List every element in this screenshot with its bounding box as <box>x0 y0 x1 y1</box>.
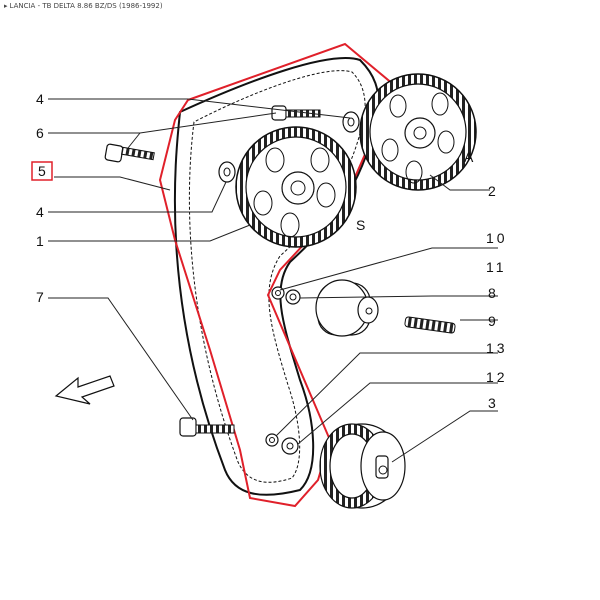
breadcrumb-arrow-icon: ▸ <box>4 2 8 10</box>
direction-arrow-icon <box>54 375 115 405</box>
label-s: S <box>356 217 365 233</box>
label-6[interactable]: 6 <box>36 125 44 141</box>
washer-10 <box>271 286 285 300</box>
breadcrumb-text: LANCIA - TB DELTA 8.86 BZ/DS (1986-1992) <box>9 2 163 10</box>
washer-12 <box>281 437 299 455</box>
label-9[interactable]: 9 <box>488 313 496 329</box>
camshaft-pulley-1 <box>235 126 357 248</box>
crankshaft-pulley-3 <box>319 423 406 509</box>
label-4-upper[interactable]: 4 <box>36 91 44 107</box>
label-8[interactable]: 8 <box>488 285 496 301</box>
washer-4-lower <box>218 161 236 183</box>
part-5-highlight-box <box>31 161 53 181</box>
label-4-lower[interactable]: 4 <box>36 204 44 220</box>
label-12[interactable]: 12 <box>486 369 508 385</box>
breadcrumb: ▸LANCIA - TB DELTA 8.86 BZ/DS (1986-1992… <box>4 2 163 10</box>
washer-4-upper <box>342 111 360 133</box>
label-a: A <box>464 149 474 165</box>
stud-9 <box>404 316 456 334</box>
washer-11 <box>285 289 301 305</box>
washer-13 <box>265 433 279 447</box>
label-5[interactable]: 5 <box>38 163 46 179</box>
timing-belt-inner <box>188 70 366 483</box>
bolt-7 <box>179 417 235 437</box>
label-7[interactable]: 7 <box>36 289 44 305</box>
label-1[interactable]: 1 <box>36 233 44 249</box>
tensioner-8 <box>315 279 379 337</box>
label-2[interactable]: 2 <box>488 183 496 199</box>
bolt-6-left <box>104 143 155 163</box>
label-11[interactable]: 11 <box>486 259 507 275</box>
camshaft-pulley-2 <box>359 73 477 191</box>
label-13[interactable]: 13 <box>486 340 508 356</box>
leader-lines <box>48 98 498 463</box>
label-10[interactable]: 10 <box>486 230 508 246</box>
bolt-6-upper <box>271 105 321 121</box>
label-3[interactable]: 3 <box>488 395 496 411</box>
